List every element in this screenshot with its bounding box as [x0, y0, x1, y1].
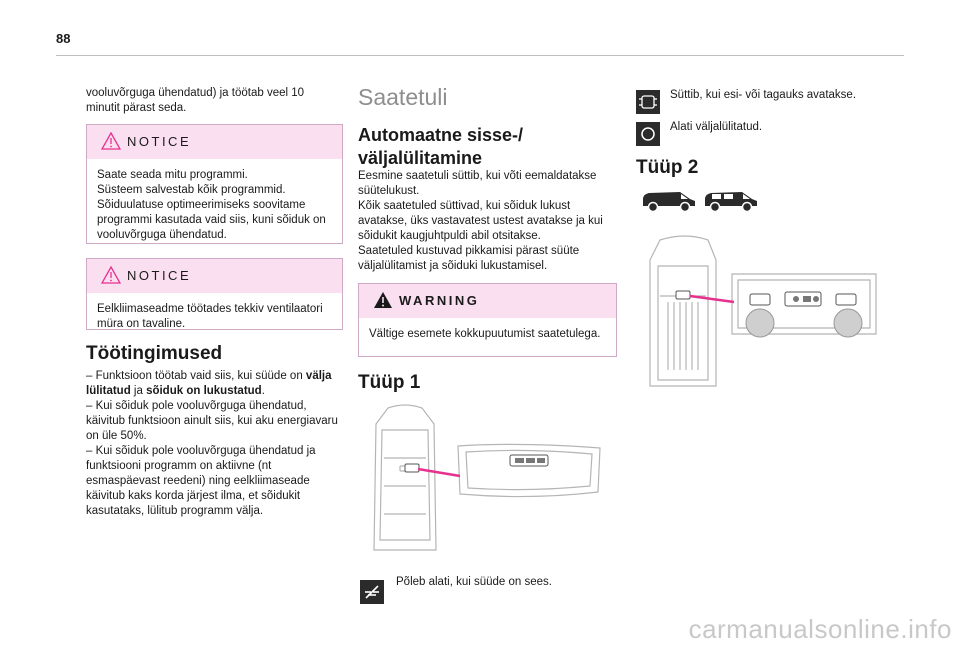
- door-open-caption: Süttib, kui esi- või tagauks avatakse.: [670, 89, 857, 101]
- type2-courtesy-light-illustration: [649, 235, 877, 387]
- conditions-list: – Funktsioon töötab vaid siis, kui süüde…: [86, 369, 342, 519]
- notice-title: NOTICE: [127, 268, 192, 283]
- watermark: carmanualsonline.info: [688, 614, 952, 644]
- auto-onoff-text: Eesmine saatetuli süttib, kui võti eemal…: [358, 170, 603, 272]
- courtesy-light-on-icon: [365, 585, 379, 599]
- notice-line: Süsteem salvestab kõik programmid.: [97, 184, 286, 196]
- always-off-caption: Alati väljalülitatud.: [670, 121, 763, 133]
- van-passenger-icon: [705, 192, 757, 213]
- condition-item-2: – Kui sõiduk pole vooluvõrguga ühendatud…: [86, 400, 338, 442]
- conditions-heading: Töötingimused: [86, 343, 223, 364]
- page-number: 88: [56, 31, 71, 46]
- car-doors-icon: [639, 95, 657, 109]
- always-on-caption: Põleb alati, kui süüde on sees.: [396, 576, 552, 588]
- auto-onoff-heading: Automaatne sisse-/ väljalülitamine: [358, 125, 524, 168]
- circle-off-icon: [641, 127, 655, 141]
- notice-line: Sõiduulatuse optimeerimiseks soovitame p…: [97, 199, 326, 241]
- warning-text: Vältige esemete kokkupuutumist saatetule…: [369, 328, 601, 340]
- always-off-icon-box: [636, 122, 660, 146]
- notice-header: NOTICE: [87, 125, 342, 159]
- intro-text: vooluvõrguga ühendatud) ja töötab veel 1…: [86, 87, 305, 114]
- warning-triangle-icon: [101, 132, 121, 150]
- notice-line: Saate seada mitu programmi.: [97, 169, 248, 181]
- notice-box-programs: NOTICE Saate seada mitu programmi. Süste…: [86, 124, 343, 244]
- type1-courtesy-light-illustration: [373, 404, 601, 551]
- warning-box: WARNING Vältige esemete kokkupuutumist s…: [358, 283, 617, 357]
- notice-title: NOTICE: [127, 134, 192, 149]
- warning-triangle-icon: [101, 266, 121, 284]
- condition-item-1: – Funktsioon töötab vaid siis, kui süüde…: [86, 370, 332, 397]
- warning-title: WARNING: [399, 293, 480, 308]
- section-title: Saatetuli: [358, 84, 448, 110]
- type2-heading: Tüüp 2: [636, 157, 699, 178]
- warning-header: WARNING: [359, 284, 616, 318]
- header-divider: [56, 55, 904, 56]
- van-short-icon: [643, 192, 695, 213]
- notice-box-fan: NOTICE Eelkliimaseadme töötades tekkiv v…: [86, 258, 343, 330]
- notice-text: Eelkliimaseadme töötades tekkiv ventilaa…: [97, 303, 323, 330]
- condition-item-3: – Kui sõiduk pole vooluvõrguga ühendatud…: [86, 445, 316, 517]
- door-open-icon-box: [636, 90, 660, 114]
- notice-header: NOTICE: [87, 259, 342, 293]
- type1-heading: Tüüp 1: [358, 372, 421, 393]
- warning-triangle-icon: [374, 292, 392, 308]
- always-on-icon-box: [360, 580, 384, 604]
